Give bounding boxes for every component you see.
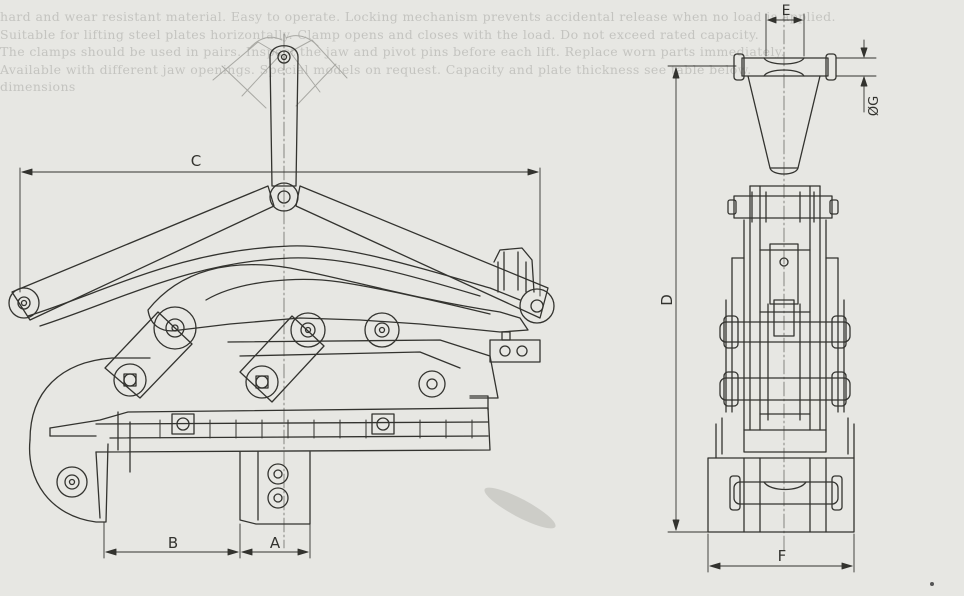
dimension-b-label: B (168, 534, 178, 552)
front-side-plates (725, 185, 845, 431)
dimension-e (765, 13, 805, 57)
show-through-line-5: dimensions (0, 79, 76, 94)
show-through-line-4: Available with different jaw openings. S… (0, 61, 752, 77)
dimension-e-label: E (782, 3, 791, 19)
dimension-a-label: A (270, 534, 281, 552)
front-lower-body (707, 417, 855, 533)
show-through-line-3: The clamps should be used in pairs. Insp… (0, 44, 786, 59)
dimension-g (835, 39, 877, 113)
scan-smudge (484, 487, 934, 586)
show-through-line-1: hard and wear resistant material. Easy t… (0, 9, 836, 24)
side-view: C B A (8, 33, 555, 559)
jaw-body (28, 357, 491, 523)
dimension-c (19, 167, 541, 297)
show-through-line-2: Suitable for lifting steel plates horizo… (0, 26, 760, 42)
upper-cross-pin (727, 191, 839, 223)
dimension-d-label: D (658, 294, 676, 306)
lower-hanger (239, 451, 311, 525)
shackle-swing-ghost (212, 35, 348, 109)
front-shackle (747, 75, 821, 175)
lifting-shackle (269, 45, 299, 187)
dimension-f-label: F (778, 547, 787, 565)
top-link-arms (8, 182, 555, 324)
lever-plates (27, 245, 529, 399)
front-view: D E ØG F (658, 3, 882, 573)
middle-cross-pins (719, 315, 851, 407)
dimension-g-label: ØG (867, 96, 882, 116)
show-through-text: hard and wear resistant material. Easy t… (0, 8, 964, 96)
diagonal-links (104, 311, 325, 403)
dimension-a-b (103, 521, 311, 559)
dimension-d (667, 65, 737, 533)
top-pin (733, 53, 837, 81)
locking-post (489, 247, 541, 363)
dimension-f (707, 533, 855, 573)
dimension-c-label: C (191, 152, 201, 170)
